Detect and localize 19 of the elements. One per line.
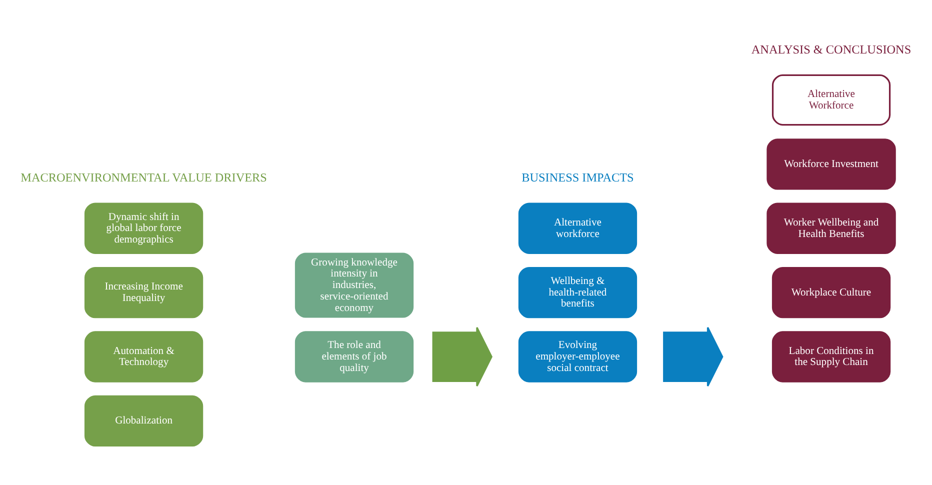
node-box: Automation & Technology bbox=[84, 330, 204, 382]
node-box: The role and elements of job quality bbox=[294, 330, 414, 382]
node-arrow bbox=[663, 326, 724, 386]
node-box: Workforce Investment bbox=[766, 138, 896, 190]
node-box: Growing knowledge intensity in industries, service-oriented economy bbox=[294, 252, 414, 318]
node-box: Globalization bbox=[84, 394, 204, 446]
node-box: Labor Conditions in the Supply Chain bbox=[772, 330, 891, 382]
node-box: Wellbeing & health-related benefits bbox=[518, 266, 638, 318]
node-arrow bbox=[432, 326, 492, 386]
node-box: Worker Wellbeing and Health Benefits bbox=[766, 202, 896, 254]
node-box: Evolving employer-employee social contract bbox=[518, 330, 638, 382]
node-box: Workplace Culture bbox=[772, 266, 891, 318]
node-box: Alternative Workforce bbox=[772, 74, 891, 126]
node-box: Increasing Income Inequality bbox=[84, 266, 204, 318]
label: MACROENVIRONMENTAL VALUE DRIVERS bbox=[20, 170, 267, 184]
node-box: Dynamic shift in global labor force demographics bbox=[84, 202, 204, 254]
node-box: Alternative workforce bbox=[518, 202, 638, 254]
label: ANALYSIS & CONCLUSIONS bbox=[751, 42, 912, 56]
label: BUSINESS IMPACTS bbox=[522, 170, 634, 184]
